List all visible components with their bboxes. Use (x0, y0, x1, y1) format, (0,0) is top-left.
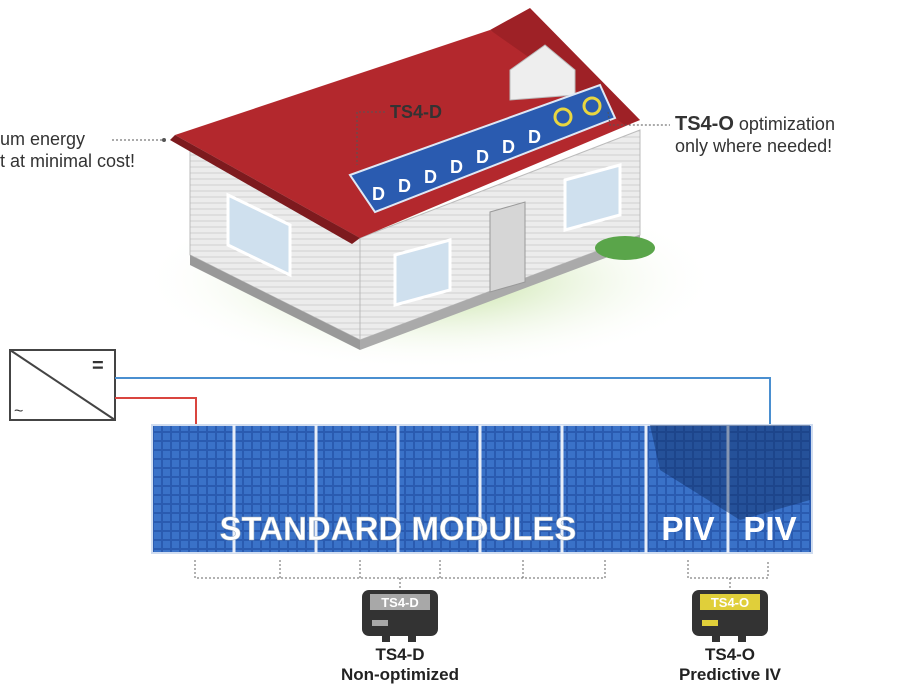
module-strip: STANDARD MODULES PIV PIV (151, 424, 813, 554)
roof-panel-d: D (372, 184, 385, 204)
device-subtitle: Predictive IV (679, 665, 782, 684)
device-subtitle: Non-optimized (341, 665, 459, 684)
callout-roof-ts4d: TS4-D (356, 102, 442, 165)
ac-symbol: ~ (14, 403, 23, 420)
callout-right-bold: TS4-O (675, 113, 734, 135)
standard-modules-label: STANDARD MODULES (220, 510, 577, 547)
ts4o-marker-icon (582, 96, 602, 116)
callout-left-line1: um energy (0, 129, 85, 149)
shade-overlay (650, 425, 810, 520)
device-title: TS4-O (705, 645, 755, 664)
device-badge: TS4-D (381, 595, 419, 610)
callout-left: um energy t at minimal cost! (0, 129, 166, 171)
callout-right-rest: optimization (734, 114, 835, 134)
callout-right: TS4-O optimization only where needed! (607, 111, 835, 156)
roof-panel-d: D (502, 137, 515, 157)
roof-panel-d: D (398, 176, 411, 196)
ac-wire (115, 397, 197, 425)
roof-solar-array (348, 83, 617, 214)
roof-panel-d: D (450, 157, 463, 177)
connector-lines (194, 560, 769, 590)
device-ts4d: TS4-D TS4-D Non-optimized (341, 590, 459, 684)
ts4o-marker-icon (553, 107, 573, 127)
callout-right-line2: only where needed! (675, 136, 832, 156)
piv-label: PIV (661, 510, 714, 547)
device-title: TS4-D (375, 645, 424, 664)
inverter: = ~ (9, 349, 116, 421)
piv-label: PIV (743, 510, 796, 547)
device-badge: TS4-O (711, 595, 749, 610)
svg-text:TS4-O optimization: TS4-O optimization (675, 113, 835, 135)
device-ts4o: TS4-O TS4-O Predictive IV (679, 590, 782, 684)
house-illustration: D D D D D D D (140, 8, 720, 370)
callout-ts4d: TS4-D (390, 102, 442, 122)
callout-left-line2: t at minimal cost! (0, 151, 135, 171)
roof-panel-d: D (528, 127, 541, 147)
dc-symbol: = (92, 355, 104, 377)
dc-wire (115, 377, 771, 425)
roof-panel-d: D (476, 147, 489, 167)
roof-panel-d: D (424, 167, 437, 187)
roof-panel-letters: D D D D D D D (372, 127, 541, 204)
